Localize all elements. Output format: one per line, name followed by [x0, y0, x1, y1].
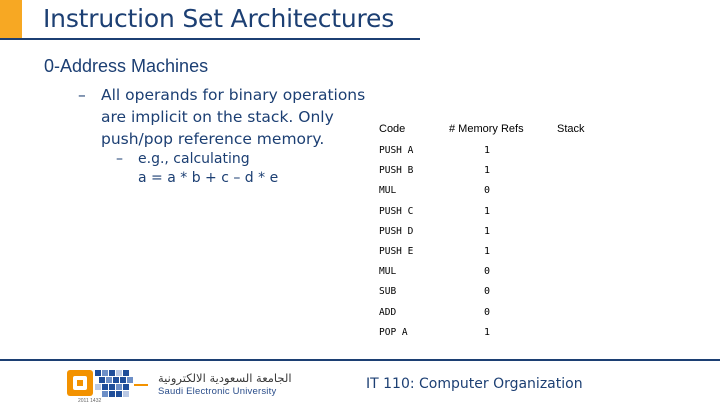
slide-subtitle: 0-Address Machines	[44, 56, 209, 76]
table-cell-code: PUSH D	[379, 226, 414, 237]
slide-title: Instruction Set Architectures	[43, 4, 395, 33]
corner-accent-square	[0, 0, 22, 40]
university-logo	[67, 370, 148, 397]
title-underline	[0, 38, 420, 40]
table-cell-memory-refs: 1	[484, 327, 491, 338]
table-cell-code: POP A	[379, 327, 408, 338]
table-cell-code: ADD	[379, 307, 397, 318]
table-header-stack: Stack	[557, 123, 585, 135]
table-cell-memory-refs: 1	[484, 226, 491, 237]
sub-bullet-dash: –	[116, 151, 123, 167]
table-cell-code: SUB	[379, 286, 397, 297]
bullet-text: All operands for binary operations are i…	[101, 86, 366, 148]
footer-rule	[0, 359, 720, 361]
table-cell-code: PUSH C	[379, 206, 414, 217]
table-cell-code: PUSH B	[379, 165, 414, 176]
table-cell-memory-refs: 0	[484, 286, 491, 297]
table-cell-code: MUL	[379, 266, 397, 277]
logo-english-name: Saudi Electronic University	[158, 386, 277, 397]
logo-arabic-name: الجامعة السعودية الالكترونية	[158, 371, 292, 385]
table-header-code: Code	[379, 123, 406, 135]
table-cell-code: PUSH E	[379, 246, 414, 257]
sub-bullet-line2: a = a * b + c – d * e	[138, 170, 279, 186]
table-cell-memory-refs: 1	[484, 246, 491, 257]
table-cell-memory-refs: 0	[484, 266, 491, 277]
logo-years: 2011 1432	[78, 398, 102, 404]
sub-bullet-line1: e.g., calculating	[138, 151, 250, 167]
table-cell-code: MUL	[379, 185, 397, 196]
table-cell-code: PUSH A	[379, 145, 414, 156]
sub-bullet-text: e.g., calculating a = a * b + c – d * e	[138, 150, 278, 188]
table-cell-memory-refs: 1	[484, 165, 491, 176]
table-cell-memory-refs: 1	[484, 145, 491, 156]
table-cell-memory-refs: 1	[484, 206, 491, 217]
bullet-dash: –	[78, 86, 86, 104]
table-cell-memory-refs: 0	[484, 307, 491, 318]
footer-course-title: IT 110: Computer Organization	[366, 376, 583, 392]
table-header-memory-refs: # Memory Refs	[449, 123, 524, 135]
table-cell-memory-refs: 0	[484, 185, 491, 196]
